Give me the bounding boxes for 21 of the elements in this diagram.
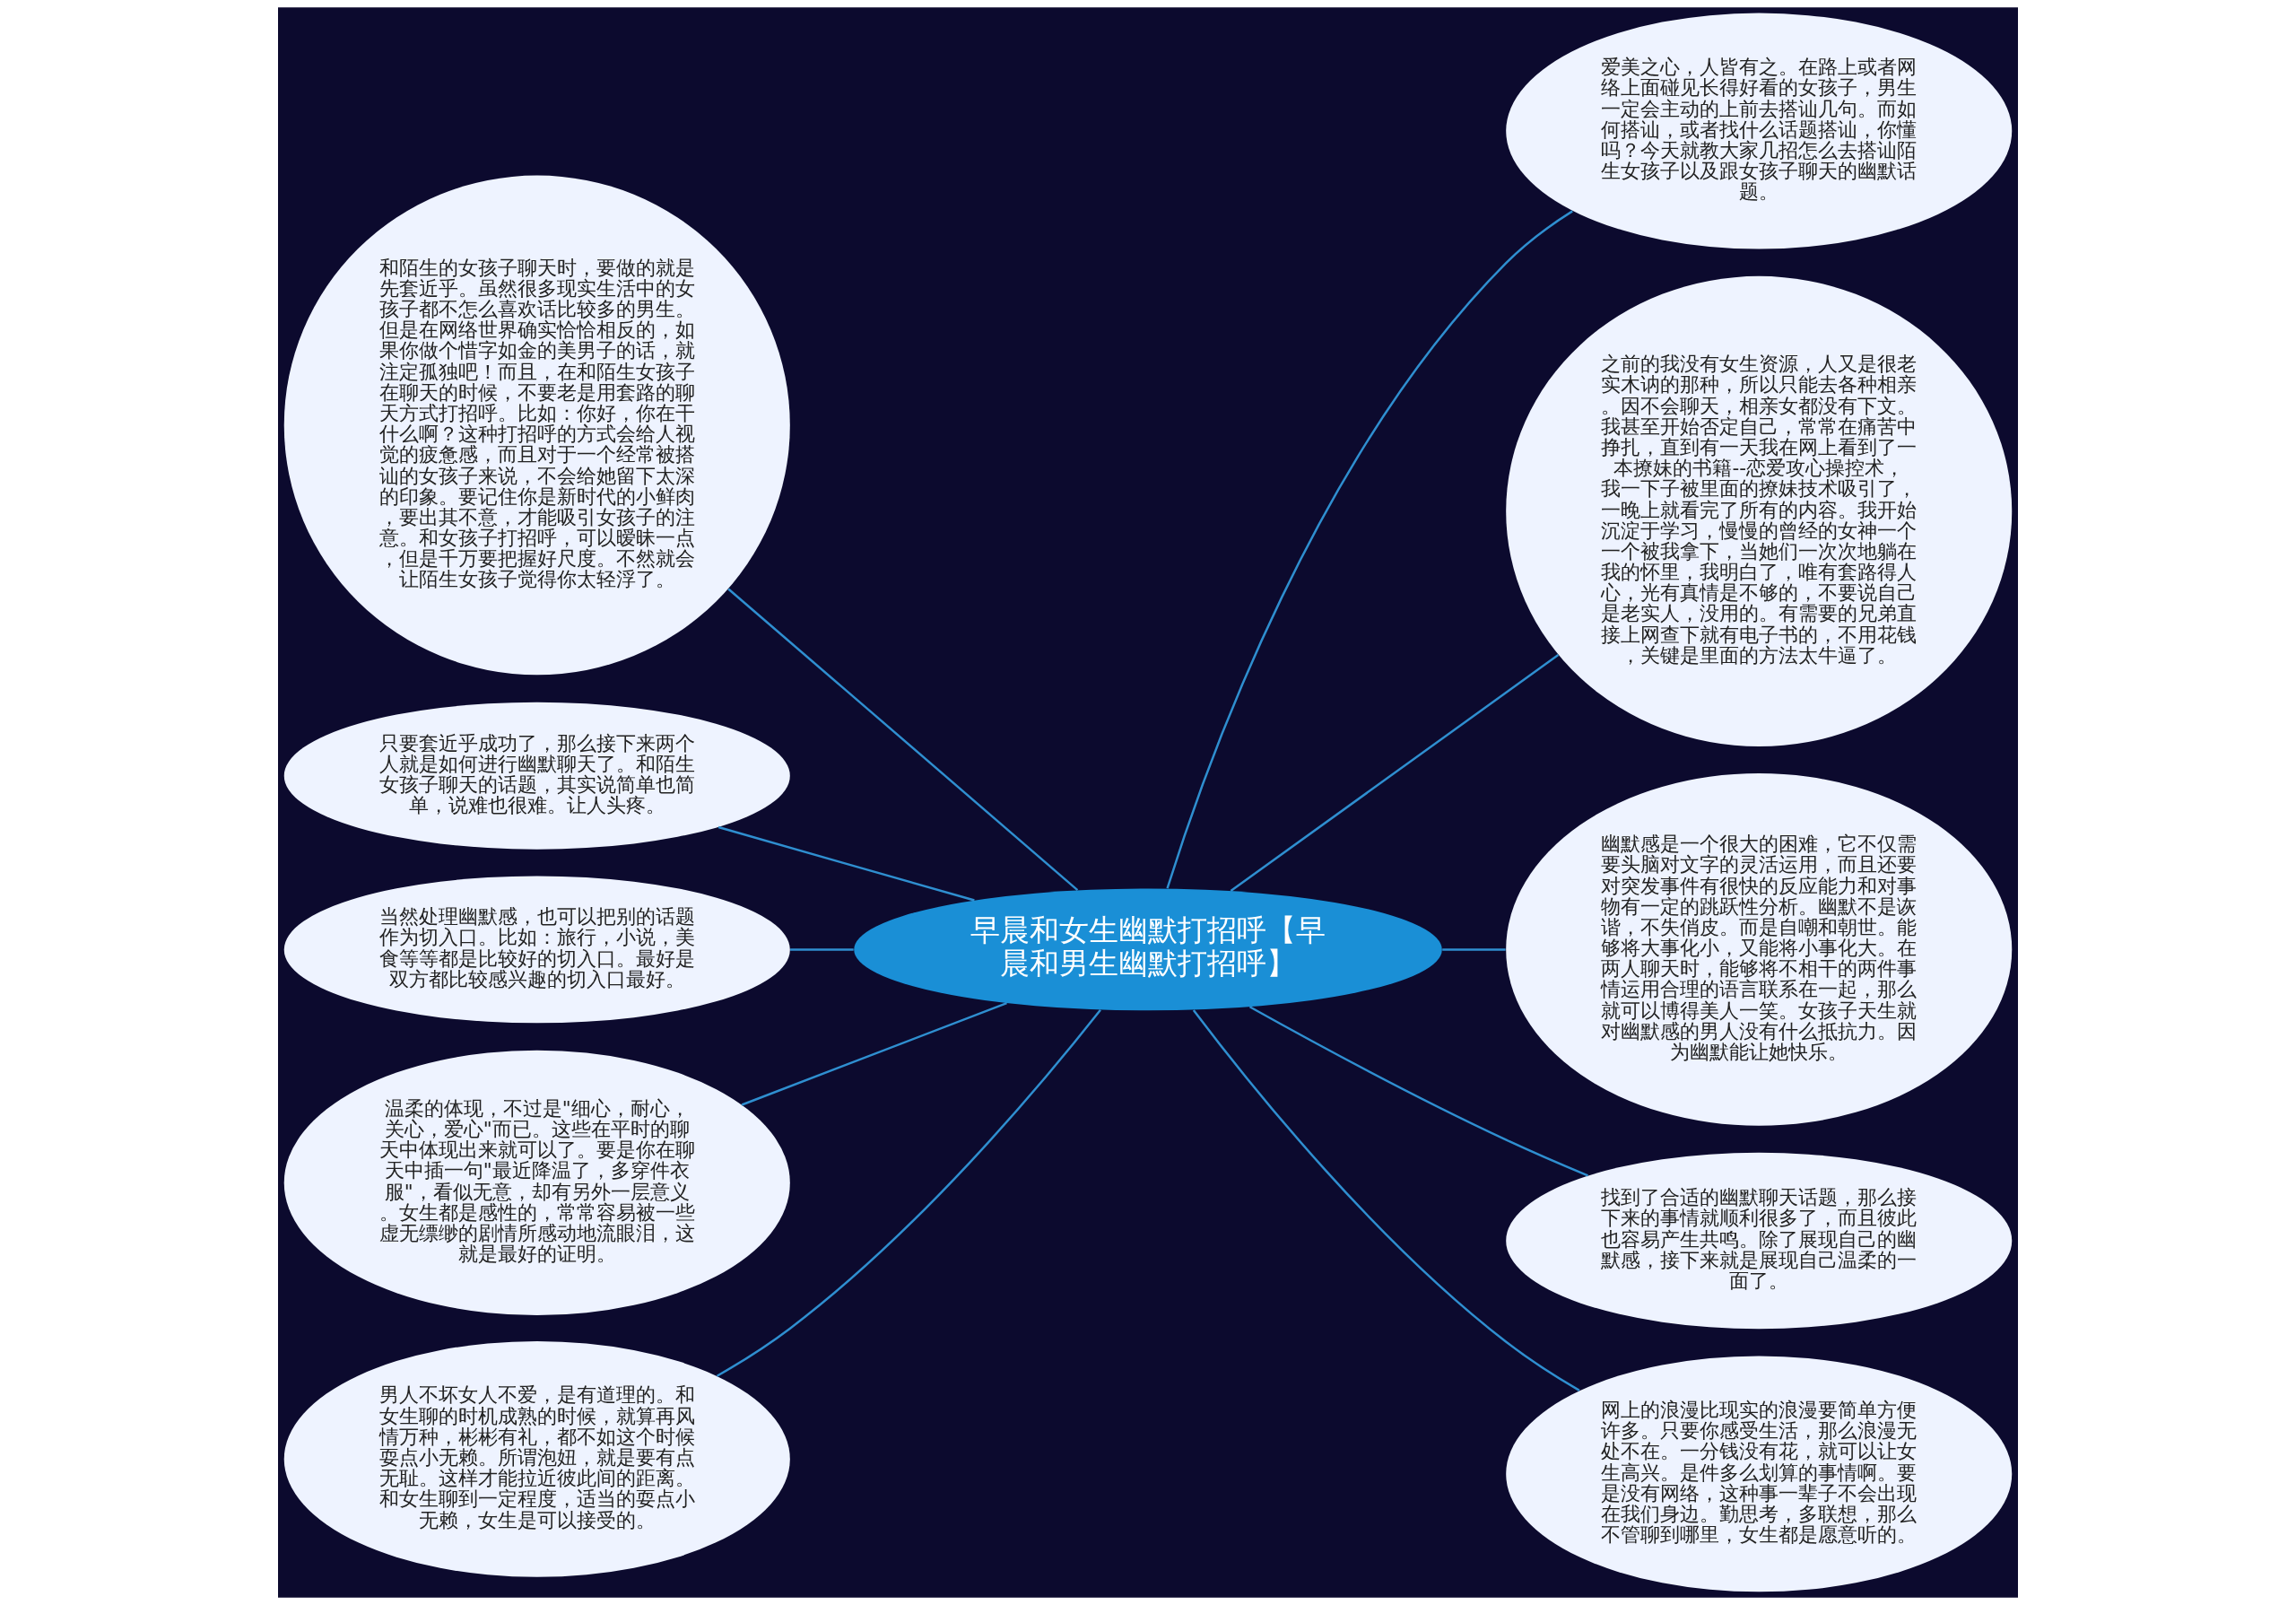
node-ellipse: 网上的浪漫比现实的浪漫要简单方便许多。只要你感受生活，那么浪漫无处不在。一分钱没有花，就可以让女生高兴。是件多么划算的事情啊。要是没有网络，这种事一辈子不会出现在我们身边。勤思考，多联想，那么不管聊到哪里，女生都是愿意听的。 — [1506, 1356, 2013, 1592]
connector — [718, 825, 975, 902]
connector — [1248, 1006, 1588, 1177]
node-ellipse: 只要套近乎成功了，那么接下来两个人就是如何进行幽默聊天了。和陌生女孩子聊天的话题，其实说简单也简单，说难也很难。让人头疼。 — [283, 702, 790, 850]
node-ellipse: 温柔的体现，不过是"细心，耐心，关心，爱心"而已。这些在平时的聊天中体现出来就可以了。要是你在聊天中插一句"最近降温了，多穿件衣服"，看似无意，却有另外一层意义。女生都是感性的，常常容易被一些虚无缥缈的剧情所感动地流眼泪，这就是最好的证明。 — [283, 1050, 790, 1316]
connector — [1442, 948, 1506, 951]
connector — [790, 948, 854, 951]
node-ellipse: 早晨和女生幽默打招呼【早晨和男生幽默打招呼】 — [854, 888, 1442, 1011]
node-circle: 和陌生的女孩子聊天时，要做的就是先套近乎。虽然很多现实生活中的女孩子都不怎么喜欢话比较多的男生。但是在网络世界确实恰恰相反的，如果你做个惜字如金的美男子的话，就注定孤独吧！而且，在和陌生女孩子在聊天的时候，不要老是用套路的聊天方式打招呼。比如：你好，你在干什么啊？这种打招呼的方式会给人视觉的疲惫感，而且对于一个经常被搭讪的女孩子来说，不会给她留下太深的印象。要记住你是新时代的小鲜肉，要出其不意，才能吸引女孩子的注意。和女孩子打招呼，可以暧昧一点，但是千万要把握好尺度。不然就会让陌生女孩子觉得你太轻浮了。 — [283, 175, 790, 676]
connector — [741, 1002, 1007, 1106]
node-ellipse: 男人不坏女人不爱，是有道理的。和女生聊的时机成熟的时候，就算再风情万种，彬彬有礼，都不如这个时候耍点小无赖。所谓泡妞，就是要有点无耻。这样才能拉近彼此间的距离。和女生聊到一定程度，适当的耍点小无赖，女生是可以接受的。 — [283, 1340, 790, 1577]
connector — [1230, 654, 1560, 893]
node-ellipse: 找到了合适的幽默聊天话题，那么接下来的事情就顺利很多了，而且彼此也容易产生共鸣。除了展现自己的幽默感，接下来就是展现自己温柔的一面了。 — [1506, 1152, 2013, 1330]
node-ellipse: 爱美之心，人皆有之。在路上或者网络上面碰见长得好看的女孩子，男生一定会主动的上前去搭讪几句。而如何搭讪，或者找什么话题搭讪，你懂吗？今天就教大家几招怎么去搭讪陌生女孩子以及跟女孩子聊天的幽默话题。 — [1506, 13, 2013, 249]
node-ellipse: 当然处理幽默感，也可以把别的话题作为切入口。比如：旅行，小说，美食等等都是比较好的切入口。最好是双方都比较感兴趣的切入口最好。 — [283, 876, 790, 1024]
node-circle: 之前的我没有女生资源，人又是很老实木讷的那种，所以只能去各种相亲。因不会聊天，相亲女都没有下文。我甚至开始否定自己，常常在痛苦中挣扎，直到有一天我在网上看到了一本撩妹的书籍--恋爱攻心操控术，我一下子被里面的撩妹技术吸引了，一晚上就看完了所有的内容。我开始沉淀于学习，慢慢的曾经的女神一个一个被我拿下，当她们一次次地躺在我的怀里，我明白了，唯有套路得人心，光有真情是不够的，不要说自己是老实人，没用的。有需要的兄弟直接上网查下就有电子书的，不用花钱，关键是里面的方法太牛逼了。 — [1506, 275, 2013, 747]
connector — [1192, 1009, 1580, 1391]
connector — [1166, 210, 1573, 889]
connector — [716, 1009, 1101, 1377]
node-ellipse: 幽默感是一个很大的困难，它不仅需要头脑对文字的灵活运用，而且还要对突发事件有很快的反应能力和对事物有一定的跳跃性分析。幽默不是诙谐，不失俏皮。而是自嘲和朝世。能够将大事化小，又能将小事化大。在两人聊天时，能够将不相干的两件事情运用合理的语言联系在一起，那么就可以博得美人一笑。女孩子天生就对幽默感的男人没有什么抵抗力。因为幽默能让她快乐。 — [1506, 773, 2013, 1126]
connector — [727, 588, 1079, 892]
